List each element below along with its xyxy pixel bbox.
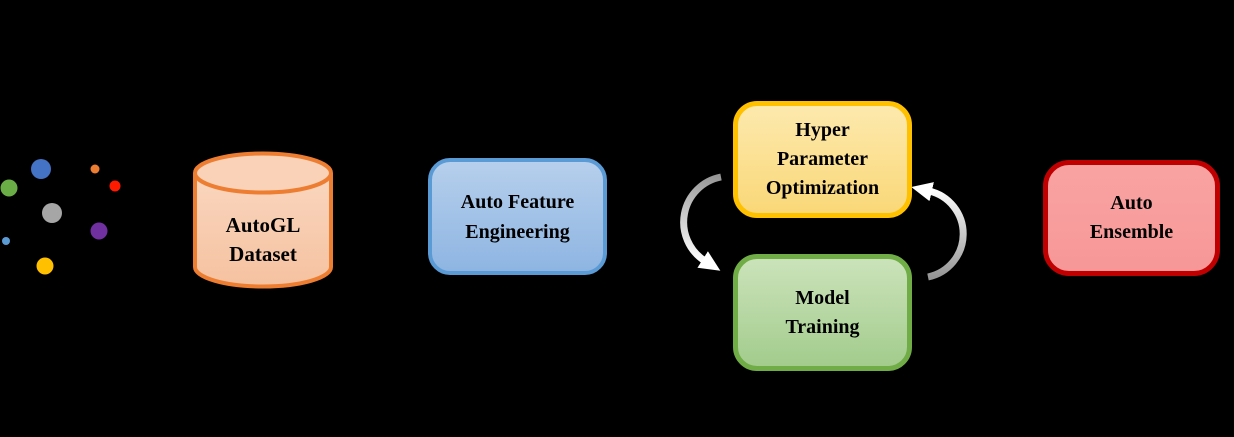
feature-label-line2: Engineering [465, 220, 570, 243]
graph-node [31, 159, 51, 179]
graph-node [90, 164, 100, 174]
cycle-arrow-right-icon [911, 182, 967, 281]
feature-label-line1: Auto Feature [460, 190, 575, 213]
hyper-parameter-optimization-box: Hyper Parameter Optimization [733, 101, 912, 218]
training-label-line1: Model [795, 286, 850, 309]
ensemble-label-line1: Auto [1110, 192, 1153, 214]
dataset-label-line2: Dataset [229, 242, 297, 266]
cycle-arrow-left-icon [680, 173, 722, 271]
graph-dataset-icon [0, 159, 121, 275]
model-training-box: Model Training [733, 254, 912, 371]
dataset-cylinder: AutoGL Dataset [192, 150, 334, 290]
graph-node [90, 222, 108, 240]
graph-node [2, 237, 10, 245]
dataset-label: AutoGL Dataset [192, 194, 334, 286]
hpo-label-line2: Parameter [776, 148, 869, 170]
auto-feature-engineering-box: Auto Feature Engineering [428, 158, 607, 275]
cylinder-shape-icon [193, 151, 333, 289]
graph-node [42, 203, 62, 223]
hpo-label-line3: Optimization [765, 177, 880, 199]
dataset-label-line1: AutoGL [225, 213, 301, 237]
graph-node [36, 257, 54, 275]
hpo-label-line1: Hyper [795, 119, 850, 141]
auto-ensemble-box: Auto Ensemble [1043, 160, 1220, 276]
cycle-arrows-icon [680, 173, 967, 281]
graph-node [0, 179, 18, 197]
graph-node [109, 180, 121, 192]
ensemble-label-line2: Ensemble [1089, 221, 1174, 243]
training-label-line2: Training [785, 315, 860, 338]
